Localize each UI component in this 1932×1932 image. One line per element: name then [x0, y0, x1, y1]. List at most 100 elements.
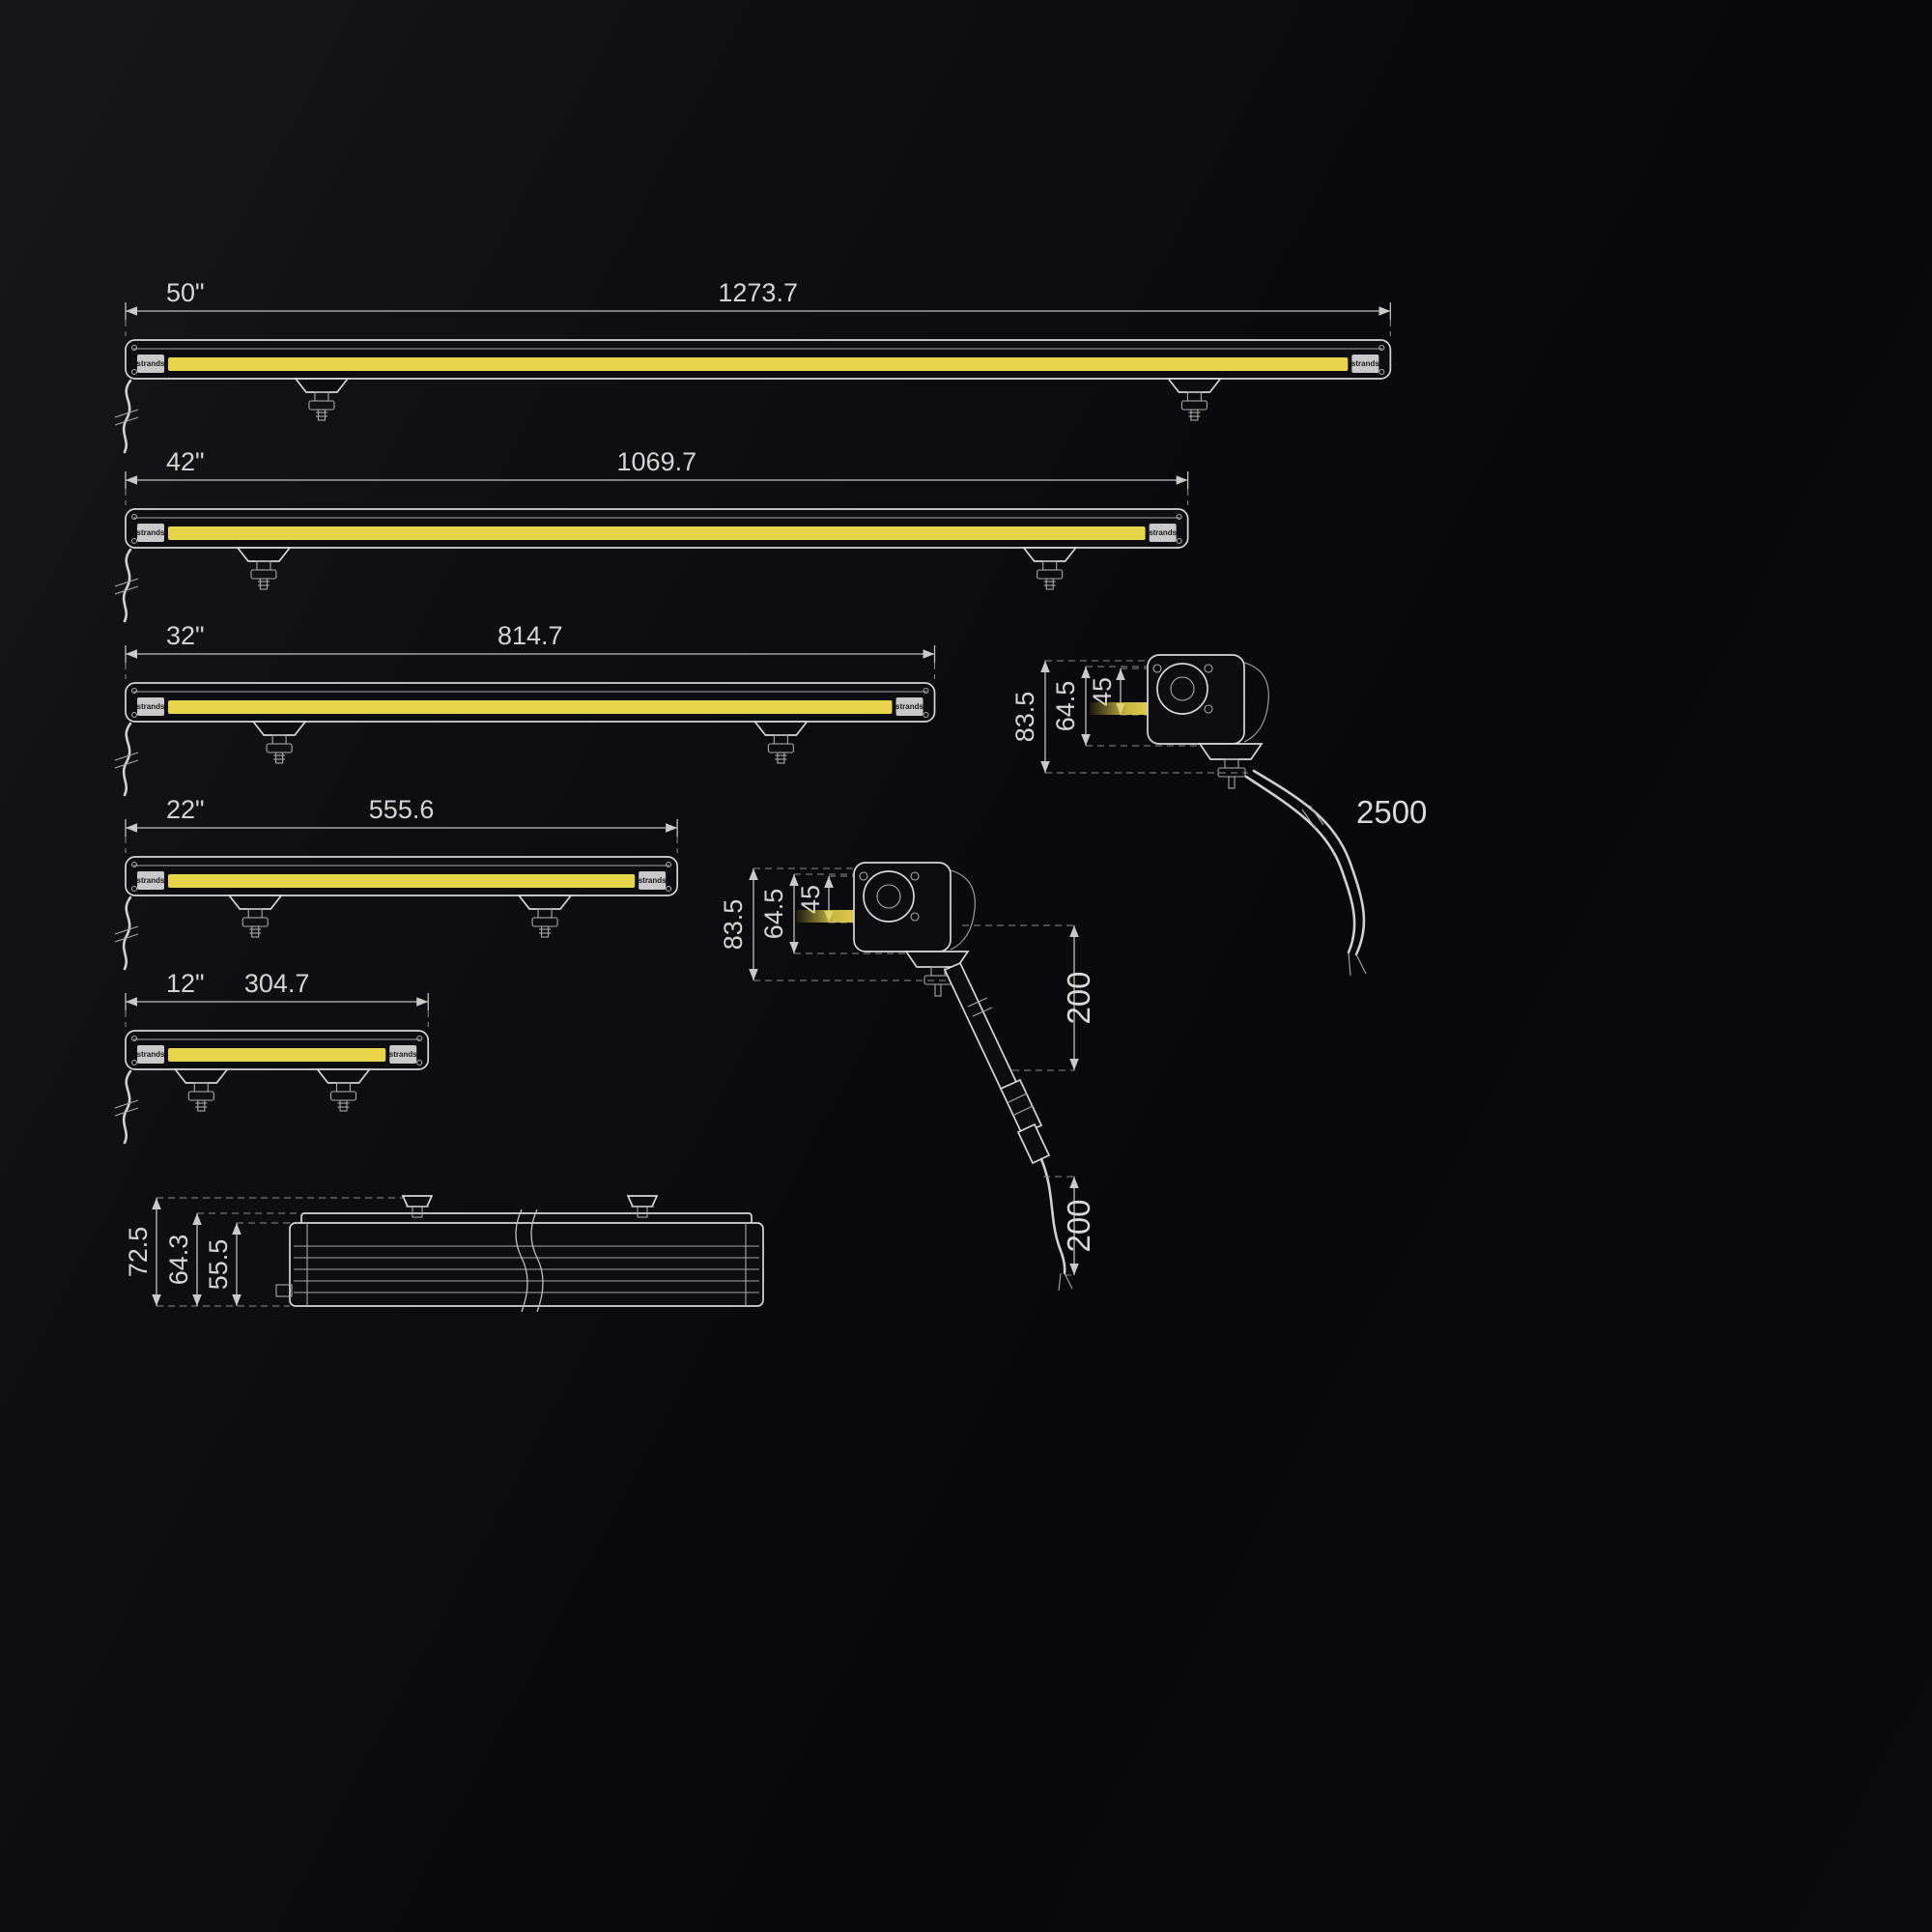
- bolt: [247, 908, 263, 919]
- mounting-foot: [251, 721, 307, 736]
- logo-chip: [137, 697, 164, 716]
- wire-end: [1058, 1272, 1062, 1292]
- logo-chip: [1351, 355, 1379, 373]
- mounting-foot: [1021, 547, 1078, 562]
- end-screw: [1378, 368, 1385, 376]
- mounting-pole: [943, 961, 1018, 1091]
- end-screw: [130, 687, 138, 695]
- bolt: [930, 966, 946, 977]
- hinge-center: [876, 884, 901, 909]
- light-stripe: [168, 526, 1146, 540]
- break-mark: [515, 1208, 528, 1313]
- mounting-nut: [401, 1195, 434, 1208]
- break-mark: [114, 416, 139, 426]
- light-stripe: [796, 910, 864, 923]
- dim-lens-height: 45: [796, 885, 825, 914]
- break-mark: [530, 1208, 544, 1313]
- wire-end: [1355, 953, 1367, 975]
- end-screw: [416, 1059, 423, 1066]
- end-screw: [130, 513, 138, 521]
- brand-logo: strands: [1351, 359, 1379, 368]
- break-mark: [114, 585, 139, 595]
- power-cable: [122, 379, 132, 454]
- wire-end: [1348, 952, 1351, 977]
- bolt-thread: [197, 1099, 206, 1112]
- logo-chip: [137, 355, 164, 373]
- end-screw: [130, 344, 138, 352]
- dim-body-height: 64.5: [759, 889, 788, 940]
- bar-length-label: 304.7: [244, 969, 310, 998]
- power-cable: [1252, 769, 1366, 956]
- power-cable: [122, 722, 132, 797]
- power-cable: [122, 1069, 132, 1145]
- mounting-foot: [315, 1068, 372, 1084]
- hinge-center: [1170, 676, 1195, 701]
- light-stripe: [168, 700, 893, 714]
- bolt: [1186, 391, 1202, 402]
- dim-mid-height: 64.3: [164, 1235, 193, 1286]
- end-screw: [130, 711, 138, 719]
- end-screw: [1176, 513, 1182, 521]
- bolt-thread: [1190, 409, 1199, 421]
- bolt-thread: [259, 578, 269, 590]
- profile-view: 72.5 64.3 55.5: [124, 1195, 764, 1313]
- mounting-foot: [227, 895, 283, 910]
- logo-chip: [137, 871, 164, 890]
- bolt-thread: [275, 752, 284, 764]
- bolt-thread: [934, 983, 942, 997]
- brand-logo: strands: [137, 702, 165, 711]
- dim-overall-height: 83.5: [719, 899, 748, 951]
- connector-ring: [1013, 1105, 1034, 1116]
- brand-logo: strands: [137, 1050, 165, 1059]
- screw: [1204, 704, 1213, 714]
- end-screw: [1176, 537, 1182, 545]
- break-mark: [114, 409, 139, 418]
- end-screw: [130, 1059, 138, 1066]
- connector-ring: [1008, 1093, 1028, 1103]
- break-mark: [114, 1099, 139, 1109]
- brand-logo: strands: [389, 1050, 417, 1059]
- logo-chip: [137, 524, 164, 542]
- bar-length-label: 1069.7: [617, 447, 697, 476]
- brand-logo: strands: [639, 876, 667, 885]
- break-mark: [1301, 809, 1317, 830]
- dim-upper-offset: 200: [1061, 971, 1096, 1024]
- nut: [767, 743, 794, 753]
- bracket-arm: [950, 869, 976, 951]
- dim-overall-height: 83.5: [1010, 692, 1039, 743]
- nut: [1037, 569, 1064, 580]
- break-mark: [114, 933, 139, 943]
- bar-length-label: 1273.7: [718, 278, 798, 307]
- bar-size-label: 50": [166, 278, 205, 307]
- brand-logo: strands: [137, 876, 165, 885]
- break-mark: [114, 578, 139, 587]
- bolt-thread: [317, 409, 327, 421]
- brand-logo: strands: [895, 702, 923, 711]
- power-cable: [1039, 1157, 1066, 1275]
- end-screw: [130, 368, 138, 376]
- dim-lower-offset: 200: [1061, 1199, 1096, 1252]
- mounting-foot: [1166, 378, 1223, 393]
- lamp-housing: [853, 862, 952, 952]
- brand-logo: strands: [1149, 528, 1177, 537]
- light-stripe: [168, 1048, 386, 1062]
- bolt: [256, 560, 271, 571]
- end-screw: [416, 1035, 423, 1042]
- nut: [250, 569, 277, 580]
- logo-chip: [895, 697, 923, 716]
- bolt: [271, 734, 287, 745]
- end-screw: [923, 687, 929, 695]
- break-mark: [1309, 805, 1324, 826]
- bolt: [1042, 560, 1058, 571]
- mounting-foot: [753, 721, 810, 736]
- side-view-upper: 83.5 64.5 45 2500: [1010, 654, 1427, 977]
- dim-lens-height: 45: [1088, 677, 1117, 706]
- screw: [1204, 664, 1213, 673]
- bolt: [537, 908, 553, 919]
